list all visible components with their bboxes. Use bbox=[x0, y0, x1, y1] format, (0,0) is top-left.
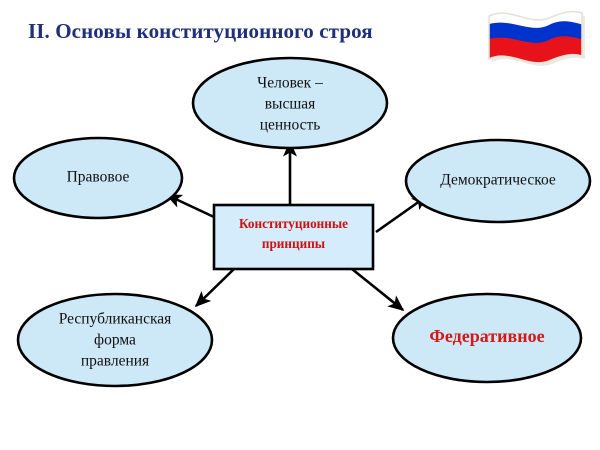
node-ellipse-shape bbox=[16, 292, 214, 388]
russian-flag-icon bbox=[488, 10, 585, 66]
node-label-line-1: Федеративное bbox=[429, 326, 544, 346]
center-label-line-2: принципы bbox=[262, 236, 325, 251]
center-box-shape bbox=[212, 203, 375, 271]
node-label-line-1: Республиканская bbox=[59, 311, 172, 328]
center-label-line-1: Конституционные bbox=[239, 216, 348, 231]
node-label-line-1: Человек – bbox=[257, 75, 323, 92]
node-federative-state[interactable]: Федеративное bbox=[391, 292, 583, 384]
node-label-line-1: Демократическое bbox=[440, 172, 556, 189]
node-constitutional-principles[interactable]: Конституционные принципы bbox=[212, 203, 375, 271]
node-label-line-2: высшая bbox=[265, 96, 316, 113]
node-ellipse-shape bbox=[391, 292, 583, 384]
connector-center-to-left bbox=[165, 193, 215, 219]
connector-center-to-bottom-left bbox=[194, 268, 235, 308]
node-label-line-3: ценность bbox=[260, 117, 321, 134]
node-ellipse-shape bbox=[12, 136, 184, 220]
flag-outline bbox=[488, 10, 583, 64]
node-human-supreme-value[interactable]: Человек – высшая ценность bbox=[191, 56, 389, 150]
connector-center-to-bottom-right bbox=[351, 267, 405, 312]
node-democratic-state[interactable]: Демократическое bbox=[404, 138, 592, 224]
flag-stripe-red bbox=[489, 36, 582, 63]
node-label-line-3: правления bbox=[81, 353, 149, 370]
node-legal-state[interactable]: Правовое bbox=[12, 136, 184, 220]
node-ellipse-shape bbox=[404, 138, 592, 224]
node-republican-form-of-government[interactable]: Республиканская форма правления bbox=[16, 292, 214, 388]
node-label-line-2: форма bbox=[94, 332, 136, 349]
node-ellipse-shape bbox=[191, 56, 389, 150]
node-label-line-1: Правовое bbox=[67, 169, 130, 186]
page-title: II. Основы конституционного строя bbox=[28, 19, 373, 43]
